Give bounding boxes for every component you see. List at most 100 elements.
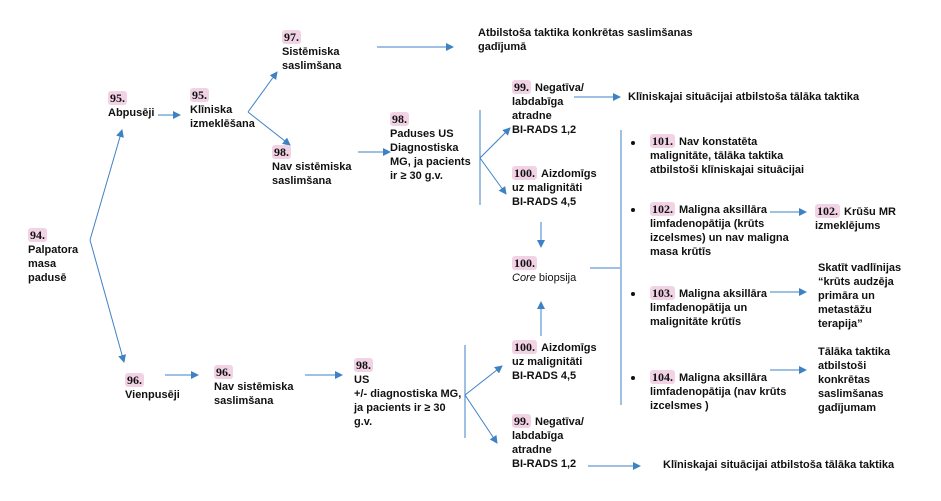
step-number-badge: 98. xyxy=(390,112,409,126)
step-number-badge: 99. xyxy=(512,414,531,428)
node-text: Nav sistēmiska xyxy=(214,381,294,393)
node-text: uz malignitāti xyxy=(512,356,583,368)
node-text: Tālāka taktika xyxy=(818,346,891,358)
node-99-negativa-bottom: 99.Negatīva/ labdabīga atradne BI-RADS 1… xyxy=(512,414,584,471)
node-text: Skatīt vadlīnijas xyxy=(818,262,902,274)
step-number-badge: 101. xyxy=(650,134,675,148)
node-text: biopsija xyxy=(535,272,577,284)
node-text: metastāžu xyxy=(818,304,872,316)
node-text: Sistēmiska xyxy=(282,46,340,58)
step-number-badge: 98. xyxy=(354,358,373,372)
node-104-result-talaka-taktika: Tālāka taktika atbilstoši konkrētas sasl… xyxy=(818,345,890,415)
node-text: izmeklēšana xyxy=(190,118,255,130)
node-95-abpuseji: 95. Abpusēji xyxy=(108,91,154,120)
node-103-maligna-un-malignitate: 103.Maligna aksillāra limfadenopātija un… xyxy=(650,286,767,329)
node-104-maligna-nav-kruts: 104.Maligna aksillāra limfadenopātija (n… xyxy=(650,370,786,413)
step-number-badge: 100. xyxy=(512,340,537,354)
node-text: Klīniska xyxy=(190,104,233,116)
bullet-102 xyxy=(631,208,635,212)
node-100-core-biopsija: 100. Core biopsija xyxy=(512,256,576,285)
arrow-98c-to-99b xyxy=(464,394,498,444)
step-number-badge: 98. xyxy=(272,145,291,159)
step-number-badge: 104. xyxy=(650,370,675,384)
step-number-badge: 102. xyxy=(815,204,840,218)
node-text: Negatīva/ xyxy=(535,416,584,428)
node-text: Aizdomīgs xyxy=(541,342,597,354)
node-99-result-bottom: Klīniskajai situācijai atbilstoša tālāka… xyxy=(663,458,894,472)
node-text: atradne xyxy=(512,110,552,122)
arrow-95b-to-97 xyxy=(247,71,278,113)
node-text: izmeklējums xyxy=(815,220,881,232)
node-text: ir ≥ 30 g.v. xyxy=(390,170,443,182)
step-number-badge: 103. xyxy=(650,286,675,300)
node-text: saslimšana xyxy=(214,395,274,407)
node-97-result: Atbilstoša taktika konkrētas saslimšanas… xyxy=(478,26,693,54)
node-text: Palpatora xyxy=(28,244,79,256)
node-98-paduses-us: 98. Paduses US Diagnostiska MG, ja pacie… xyxy=(390,112,471,183)
step-number-badge: 99. xyxy=(512,80,531,94)
node-text: limfadenopātija un xyxy=(650,302,748,314)
bullet-101 xyxy=(631,141,635,145)
node-99-result-top: Klīniskajai situācijai atbilstoša tālāka… xyxy=(628,90,859,104)
node-text: labdabīga xyxy=(512,430,564,442)
node-text: Vienpusēji xyxy=(125,389,180,401)
node-text: MG, ja pacients xyxy=(390,156,471,168)
node-text: malignitāte krūtīs xyxy=(650,316,742,328)
node-text: Abpusēji xyxy=(108,107,155,119)
node-96-vienpuseji: 96. Vienpusēji xyxy=(125,373,180,402)
node-text: saslimšana xyxy=(282,60,342,72)
node-102-maligna-kruts: 102.Maligna aksillāra limfadenopātija (k… xyxy=(650,202,789,259)
node-95-kliniska-izmeklesana: 95. Klīniska izmeklēšana xyxy=(190,88,255,131)
step-number-badge: 100. xyxy=(512,166,537,180)
node-text: Core xyxy=(512,272,536,284)
node-96-nav-sistemiska: 96. Nav sistēmiska saslimšana xyxy=(214,365,294,408)
node-text: Nav konstatēta xyxy=(679,136,758,148)
node-text: masa xyxy=(28,258,57,270)
node-text: limfadenopātija (krūts xyxy=(650,218,765,230)
node-text: BI-RADS 1,2 xyxy=(512,124,577,136)
arrow-94-to-96 xyxy=(89,239,126,363)
node-text: izcelsmes) un nav maligna xyxy=(650,232,789,244)
node-text: masa krūtīs xyxy=(650,246,712,258)
step-number-badge: 97. xyxy=(282,30,301,44)
node-text: konkrētas xyxy=(818,374,870,386)
node-text: padusē xyxy=(28,272,67,284)
node-text: Diagnostiska xyxy=(390,142,459,154)
node-text: BI-RADS 1,2 xyxy=(512,458,577,470)
node-102-result-mr: 102.Krūšu MR izmeklējums xyxy=(815,204,896,233)
node-text: primāra un xyxy=(818,290,875,302)
node-text: limfadenopātija (nav krūts xyxy=(650,386,787,398)
node-text: saslimšana xyxy=(272,175,332,187)
step-number-badge: 95. xyxy=(108,91,127,105)
arrow-98b-to-99a xyxy=(479,127,511,159)
node-text: BI-RADS 4,5 xyxy=(512,370,577,382)
node-98-nav-sistemiska: 98. Nav sistēmiska saslimšana xyxy=(272,145,352,188)
node-98-us-diagnostiska: 98. US +/- diagnostiska MG, ja pacients … xyxy=(354,358,461,429)
node-103-result-vadlinijas: Skatīt vadlīnijas “krūts audzēja primāra… xyxy=(818,261,901,331)
node-text: Nav sistēmiska xyxy=(272,161,352,173)
step-number-badge: 96. xyxy=(125,373,144,387)
node-text: Negatīva/ xyxy=(535,82,584,94)
node-text: atbilstoši klīniskajai situācijai xyxy=(650,164,805,176)
node-94-palpatora-masa: 94. Palpatora masa padusē xyxy=(28,228,78,285)
node-text: Aizdomīgs xyxy=(541,168,597,180)
node-text: g.v. xyxy=(354,416,373,428)
node-text: “krūts audzēja xyxy=(818,276,894,288)
node-text: saslimšanas xyxy=(818,388,884,400)
node-text: ja pacients ir ≥ 30 xyxy=(354,402,446,414)
node-100-aizdomigs-bottom: 100. Aizdomīgs uz malignitāti BI-RADS 4,5 xyxy=(512,340,597,383)
node-97-sistemiska-saslimsana: 97. Sistēmiska saslimšana xyxy=(282,30,341,73)
node-text: +/- diagnostiska MG, xyxy=(354,388,462,400)
node-text: Paduses US xyxy=(390,128,454,140)
node-text: terapija” xyxy=(818,318,863,330)
node-text: gadījumā xyxy=(478,41,527,53)
step-number-badge: 94. xyxy=(28,228,47,242)
step-number-badge: 95. xyxy=(190,88,209,102)
node-text: Atbilstoša taktika konkrētas saslimšanas xyxy=(478,27,693,39)
node-text: atbilstoši xyxy=(818,360,867,372)
node-text: izcelsmes ) xyxy=(650,400,709,412)
bullet-103 xyxy=(631,292,635,296)
node-text: uz malignitāti xyxy=(512,182,583,194)
step-number-badge: 102. xyxy=(650,202,675,216)
